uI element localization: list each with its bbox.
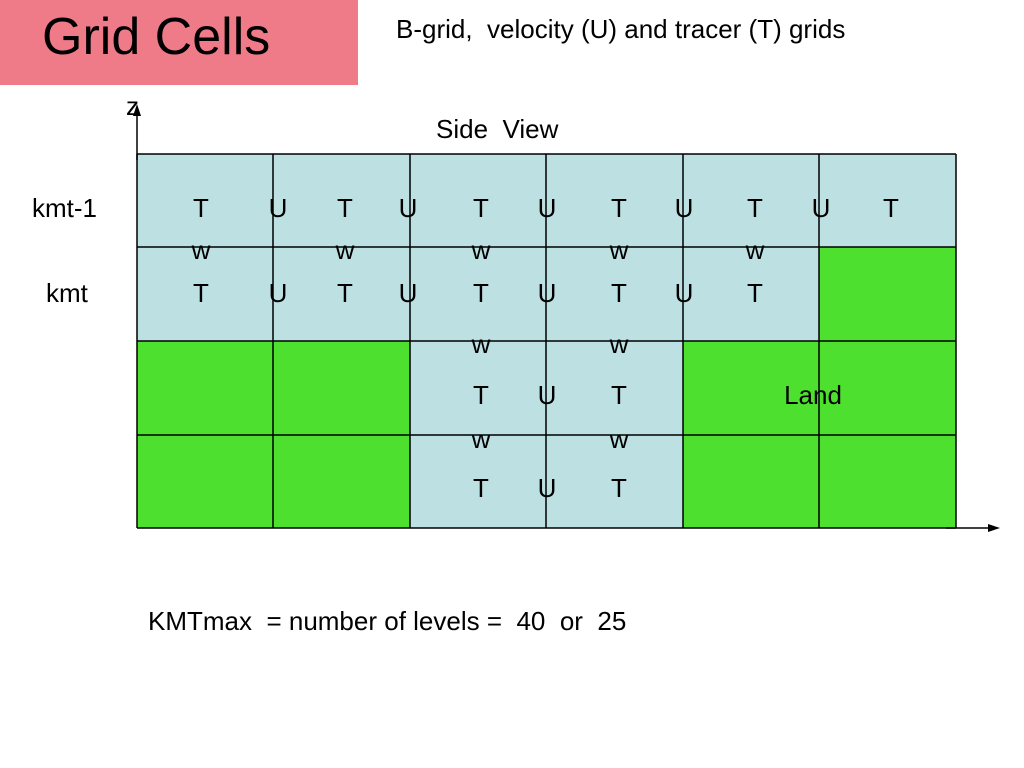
title-banner [0,0,358,85]
kmtmax-note: KMTmax = number of levels = 40 or 25 [148,606,627,636]
velocity-point: U [538,193,557,223]
ocean-cell [683,247,819,341]
tracer-point: T [337,278,353,308]
velocity-point: U [538,473,557,503]
land-cell [137,341,273,435]
ocean-cell [410,247,546,341]
x-axis-arrowhead [988,524,1000,532]
w-point: w [335,235,355,265]
ocean-cell [819,154,956,247]
tracer-point: T [611,193,627,223]
w-point: w [745,235,765,265]
ocean-cell [546,341,683,435]
land-cell [819,247,956,341]
ocean-cell [546,154,683,247]
velocity-point: U [675,278,694,308]
ocean-cell [410,154,546,247]
tracer-point: T [611,380,627,410]
tracer-point: T [883,193,899,223]
tracer-point: T [611,278,627,308]
tracer-point: T [473,278,489,308]
land-cell [273,435,410,528]
ocean-cell [683,154,819,247]
ocean-cell [410,341,546,435]
row-label: kmt [46,278,89,308]
slide-title: Grid Cells [42,8,271,66]
land-cell [683,435,819,528]
velocity-point: U [675,193,694,223]
w-point: w [471,329,491,359]
tracer-point: T [747,193,763,223]
ocean-cell [273,247,410,341]
tracer-point: T [611,473,627,503]
tracer-point: T [473,473,489,503]
w-point: w [609,329,629,359]
velocity-point: U [812,193,831,223]
land-cell [819,341,956,435]
ocean-cell [410,435,546,528]
velocity-point: U [269,193,288,223]
z-axis-label: z [126,91,139,121]
tracer-point: T [193,278,209,308]
land-cell [683,341,819,435]
ocean-cell [546,435,683,528]
velocity-point: U [538,278,557,308]
velocity-point: U [399,193,418,223]
ocean-cell [137,247,273,341]
w-point: w [471,424,491,454]
w-point: w [609,235,629,265]
tracer-point: T [473,380,489,410]
velocity-point: U [538,380,557,410]
ocean-cell [273,154,410,247]
tracer-point: T [747,278,763,308]
ocean-cell [137,154,273,247]
velocity-point: U [399,278,418,308]
land-cell [137,435,273,528]
tracer-point: T [337,193,353,223]
land-cell [819,435,956,528]
side-view-label: Side View [436,114,559,144]
row-label: kmt-1 [32,193,97,223]
w-point: w [609,424,629,454]
velocity-point: U [269,278,288,308]
z-axis-arrowhead [133,104,141,116]
ocean-cell [546,247,683,341]
tracer-point: T [473,193,489,223]
w-point: w [471,235,491,265]
land-cell [273,341,410,435]
land-label: Land [784,380,842,410]
w-point: w [191,235,211,265]
slide-subtitle: B-grid, velocity (U) and tracer (T) grid… [396,14,846,44]
tracer-point: T [193,193,209,223]
